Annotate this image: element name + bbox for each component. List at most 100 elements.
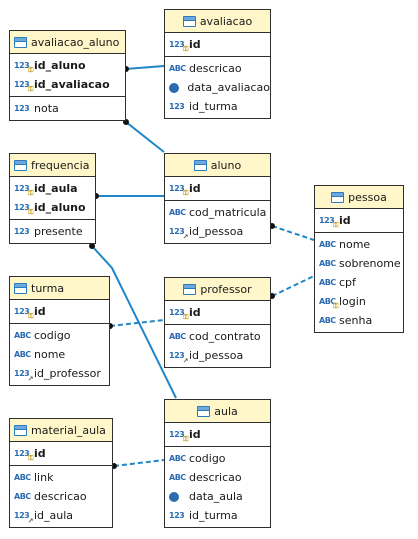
numeric-key-icon: 123	[14, 80, 33, 94]
numeric-key-icon: 123	[169, 308, 188, 322]
table-header: avaliacao_aluno	[10, 31, 125, 54]
table-name: pessoa	[348, 190, 387, 204]
column-name: id_turma	[189, 509, 238, 522]
column-name: senha	[339, 314, 373, 327]
numeric-key-icon: 123	[169, 430, 188, 444]
edge-aluno-pessoa	[271, 225, 315, 241]
table-header: professor	[165, 278, 270, 301]
table-header: aluno	[165, 154, 270, 177]
numeric-key-icon: 123	[14, 61, 33, 75]
column-name: id	[34, 447, 46, 460]
edge-frequencia-aula	[91, 245, 177, 399]
column-name: login	[339, 295, 366, 308]
column-row[interactable]: ABClogin	[315, 292, 403, 311]
text-icon: ABC	[319, 240, 336, 249]
column-name: id_avaliacao	[34, 78, 110, 91]
clock-icon	[169, 82, 184, 94]
column-name: id	[34, 305, 46, 318]
foreign-key-icon: 123	[169, 227, 188, 241]
column-name: id	[189, 428, 201, 441]
table-name: aula	[214, 404, 238, 418]
table-icon	[331, 191, 345, 203]
column-name: nota	[34, 102, 59, 115]
column-row[interactable]: data_avaliacao	[165, 78, 270, 97]
column-name: id_aula	[34, 509, 74, 522]
column-name: id_aula	[34, 182, 78, 195]
table-name: material_aula	[31, 423, 106, 437]
column-row[interactable]: data_aula	[165, 487, 270, 506]
text-icon: ABC	[14, 492, 31, 501]
column-name: id_pessoa	[189, 349, 244, 362]
text-icon: ABC	[169, 454, 186, 463]
column-name: data_aula	[189, 490, 243, 503]
column-name: codigo	[34, 329, 71, 342]
column-name: codigo	[189, 452, 226, 465]
foreign-key-icon: 123	[14, 511, 33, 525]
text-icon: ABC	[169, 208, 186, 217]
edge-professor-pessoa	[271, 275, 315, 297]
column-name: id	[339, 214, 351, 227]
column-name: cod_matricula	[189, 206, 267, 219]
column-name: id_aluno	[34, 201, 86, 214]
column-name: id_pessoa	[189, 225, 244, 238]
edge-avaliacao_aluno-avaliacao	[125, 65, 165, 70]
table-name: professor	[200, 282, 252, 296]
numeric-key-icon: 123	[14, 307, 33, 321]
edge-material_aula-aula	[113, 459, 165, 467]
foreign-key-icon: 123	[14, 369, 33, 383]
column-name: descricao	[34, 490, 87, 503]
